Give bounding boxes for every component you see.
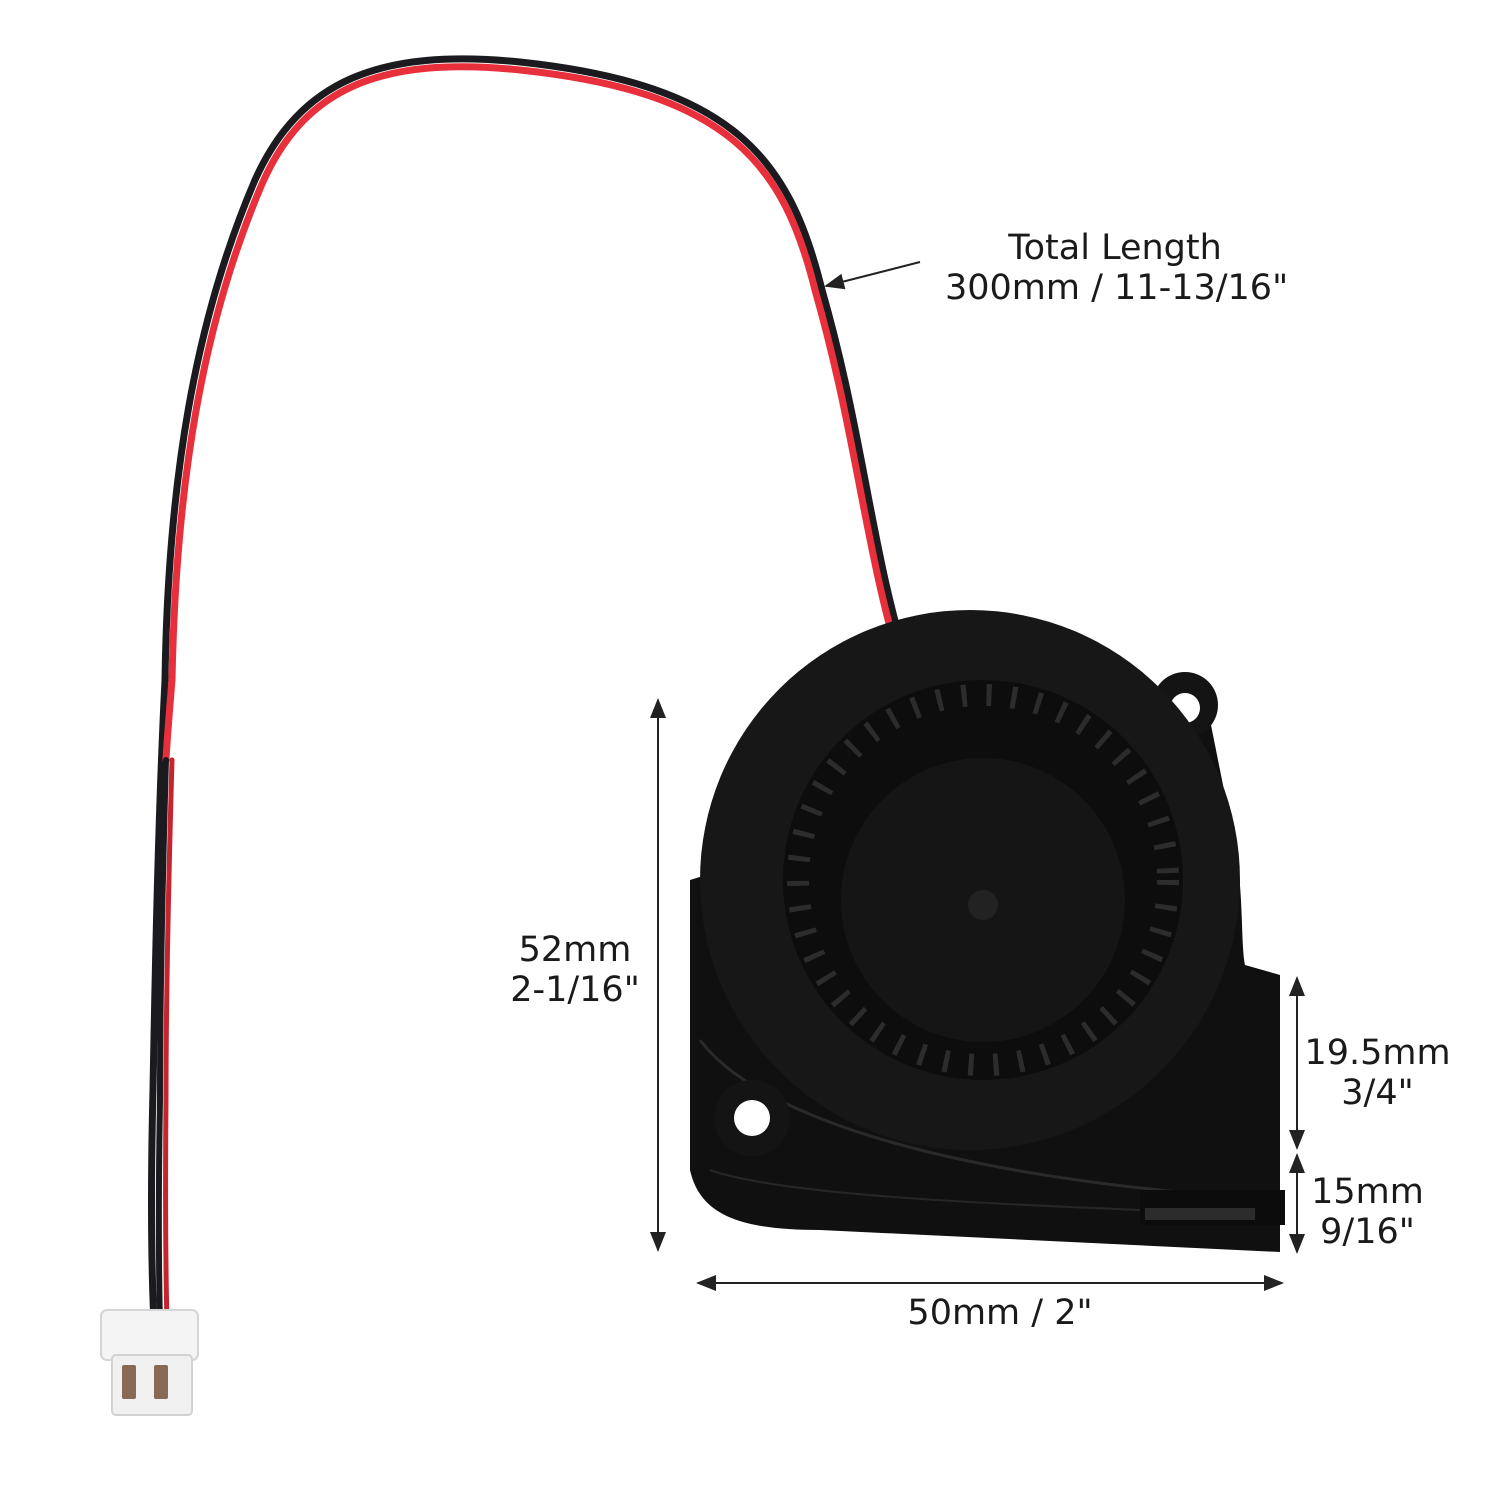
outlet-height-label: 19.5mm 3/4" <box>1300 1033 1455 1113</box>
blower-fan-icon <box>690 610 1285 1252</box>
height-imperial: 2-1/16" <box>510 970 640 1010</box>
dimension-lines <box>650 261 1305 1291</box>
cable-length-value: 300mm / 11-13/16" <box>945 268 1289 308</box>
cable-length-title: Total Length <box>1008 228 1222 268</box>
height-label: 52mm 2-1/16" <box>505 930 645 1010</box>
connector-plug-icon <box>100 1309 199 1416</box>
base-height-metric: 15mm <box>1311 1172 1424 1212</box>
outlet-height-metric: 19.5mm <box>1304 1033 1451 1073</box>
width-value: 50mm / 2" <box>907 1293 1093 1333</box>
cable-icon <box>148 55 916 1364</box>
cable-length-pointer <box>824 261 921 290</box>
cable-length-label: Total Length 300mm / 11-13/16" <box>945 228 1289 308</box>
outlet-height-imperial: 3/4" <box>1341 1073 1414 1113</box>
base-height-imperial: 9/16" <box>1320 1212 1415 1252</box>
base-height-label: 15mm 9/16" <box>1300 1172 1435 1252</box>
width-label: 50mm / 2" <box>890 1293 1110 1333</box>
height-metric: 52mm <box>518 930 632 970</box>
